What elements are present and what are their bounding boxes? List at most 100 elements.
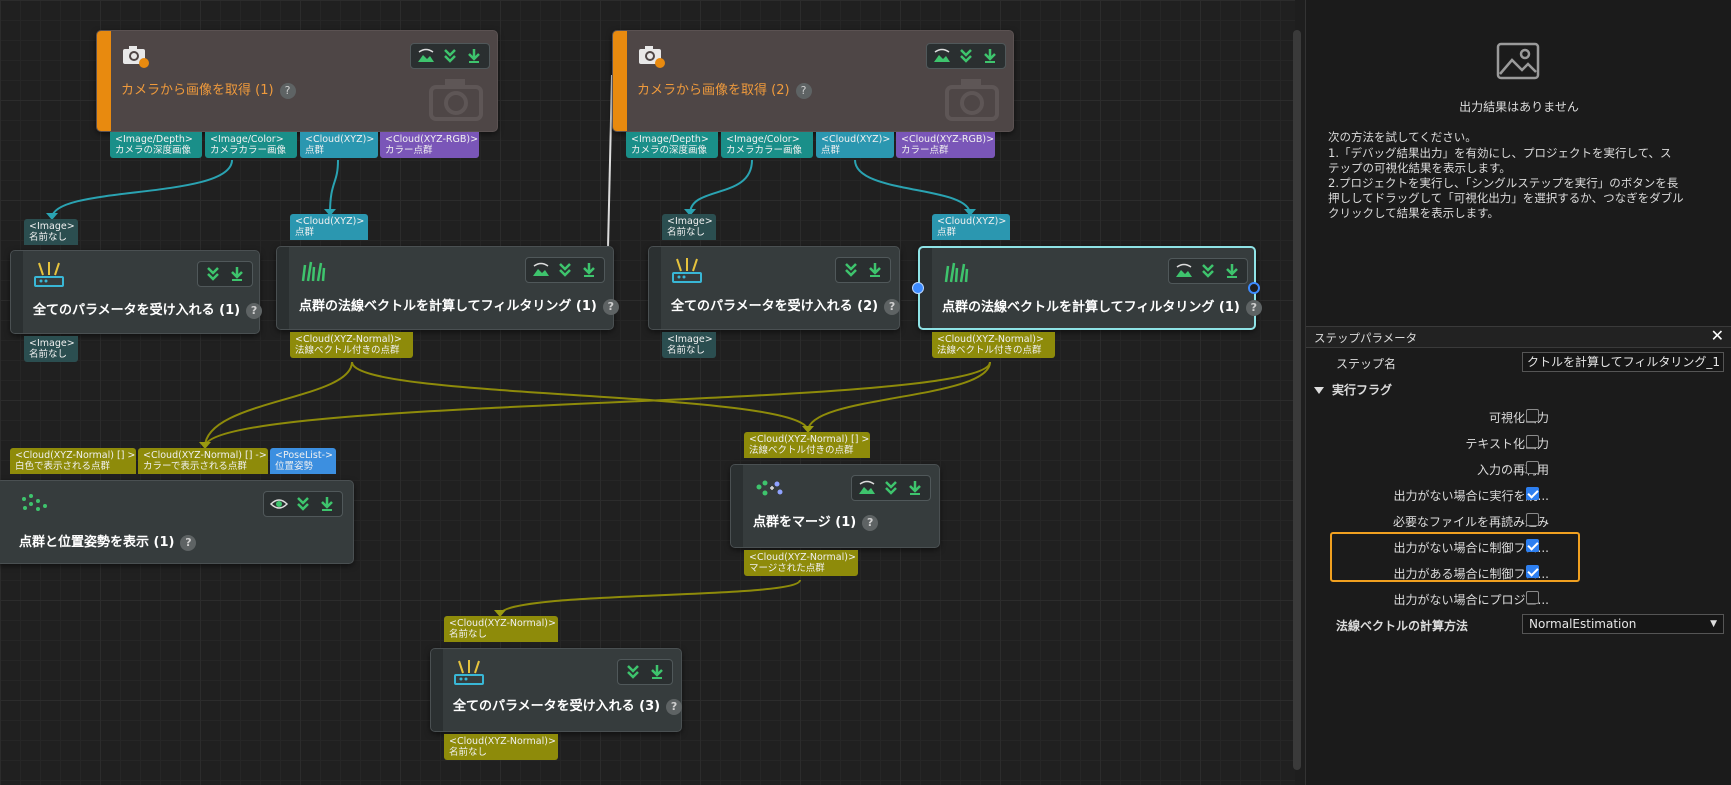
port-accept3-out[interactable]: <Cloud(XYZ-Normal)>名前なし	[444, 734, 558, 760]
help-icon[interactable]: ?	[884, 298, 901, 315]
port-normal1-in[interactable]: <Cloud(XYZ)>点群	[290, 214, 368, 240]
select-value: NormalEstimation	[1529, 617, 1637, 631]
visualize-output-icon[interactable]	[417, 47, 435, 65]
help-icon[interactable]: ?	[666, 698, 683, 715]
help-icon[interactable]: ?	[1245, 299, 1262, 316]
download-arrow-icon[interactable]	[318, 495, 336, 513]
port-type: <Image/Color>	[726, 134, 800, 145]
chevron-down-icon[interactable]	[957, 47, 975, 65]
port-accept1-out[interactable]: <Image>名前なし	[24, 336, 78, 362]
node-normal-filter-2-selected[interactable]: 点群の法線ベクトルを計算してフィルタリング (1)?	[918, 246, 1262, 330]
section-exec-flags[interactable]: 実行フラグ	[1314, 381, 1392, 398]
flag-has-output-control-checkbox[interactable]	[1526, 565, 1539, 578]
port-normal2-in[interactable]: <Cloud(XYZ)>点群	[932, 214, 1010, 240]
flag-reload-files-checkbox[interactable]	[1526, 513, 1539, 526]
help-icon[interactable]: ?	[602, 298, 619, 315]
help-icon[interactable]: ?	[246, 302, 263, 319]
download-arrow-icon[interactable]	[580, 261, 598, 279]
port-display-in-pose[interactable]: <PoseList->位置姿勢	[270, 448, 336, 474]
port-display-in-color[interactable]: <Cloud(XYZ-Normal) [] ->カラーで表示される点群	[138, 448, 268, 474]
download-arrow-icon[interactable]	[981, 47, 999, 65]
flag-label: 必要なファイルを再読み込み	[1392, 515, 1549, 529]
port-accept2-out[interactable]: <Image>名前なし	[662, 332, 716, 358]
help-icon[interactable]: ?	[795, 82, 812, 99]
port-cam1-cloud[interactable]: <Cloud(XYZ)>点群	[300, 132, 378, 158]
port-normal1-out[interactable]: <Cloud(XYZ-Normal)>法線ベクトル付きの点群	[290, 332, 413, 358]
node-title: 点群をマージ (1)?	[753, 511, 879, 531]
port-accept1-in[interactable]: <Image>名前なし	[24, 219, 78, 245]
download-arrow-icon[interactable]	[866, 261, 884, 279]
port-type: <Cloud(XYZ-Normal) [] >	[749, 434, 870, 445]
download-arrow-icon[interactable]	[906, 479, 924, 497]
visualize-output-icon[interactable]	[1175, 262, 1193, 280]
port-cam2-cloud[interactable]: <Cloud(XYZ)>点群	[816, 132, 894, 158]
node-right-add-handle[interactable]	[1248, 282, 1260, 294]
node-left-handle[interactable]	[912, 282, 924, 294]
port-normal2-out[interactable]: <Cloud(XYZ-Normal)>法線ベクトル付きの点群	[932, 332, 1055, 358]
image-placeholder-icon	[1496, 42, 1540, 80]
node-normal-filter-1[interactable]: 点群の法線ベクトルを計算してフィルタリング (1)?	[276, 246, 619, 330]
port-accept2-in[interactable]: <Image>名前なし	[662, 214, 716, 240]
help-text-line: 押ししてドラッグして「可視化出力」を選択するか、つなぎをダブル	[1328, 191, 1684, 205]
port-cam2-depth[interactable]: <Image/Depth>カメラの深度画像	[626, 132, 718, 158]
flag-no-output-project-checkbox[interactable]	[1526, 591, 1539, 604]
port-cam2-cloud-rgb[interactable]: <Cloud(XYZ-RGB)>カラー点群	[896, 132, 995, 158]
chevron-down-icon[interactable]	[1199, 262, 1217, 280]
canvas-vertical-scrollbar[interactable]	[1293, 30, 1301, 770]
flag-text-output-checkbox[interactable]	[1526, 435, 1539, 448]
help-icon[interactable]: ?	[279, 82, 296, 99]
node-camera-2[interactable]: カメラから画像を取得 (2)?	[612, 30, 1014, 132]
chevron-down-icon[interactable]	[441, 47, 459, 65]
port-merge-in[interactable]: <Cloud(XYZ-Normal) [] >法線ベクトル付きの点群	[744, 432, 870, 458]
node-accept-params-2[interactable]: 全てのパラメータを受け入れる (2)?	[648, 246, 901, 330]
chevron-down-icon[interactable]	[294, 495, 312, 513]
step-name-input[interactable]: クトルを計算してフィルタリング_1	[1522, 352, 1724, 372]
node-display-cloud-pose[interactable]: 点群と位置姿勢を表示 (1)?	[0, 480, 354, 564]
connection-wires	[46, 74, 991, 617]
visualize-output-icon[interactable]	[532, 261, 550, 279]
port-type: <Cloud(XYZ-Normal)>	[295, 334, 402, 345]
node-camera-1[interactable]: カメラから画像を取得 (1)?	[96, 30, 498, 132]
flag-reuse-input-checkbox[interactable]	[1526, 461, 1539, 474]
flag-no-output-control-checkbox[interactable]	[1526, 539, 1539, 552]
help-text-line: 2.プロジェクトを実行し、「シングルステップを実行」のボタンを長	[1328, 176, 1679, 190]
graph-canvas[interactable]: カメラから画像を取得 (1)? <Image/Depth>カメラの深度画像 <I…	[0, 0, 1295, 785]
port-accept3-in[interactable]: <Cloud(XYZ-Normal)>名前なし	[444, 616, 558, 642]
port-cam1-depth[interactable]: <Image/Depth>カメラの深度画像	[110, 132, 202, 158]
port-merge-out[interactable]: <Cloud(XYZ-Normal)>マージされた点群	[744, 550, 858, 576]
download-arrow-icon[interactable]	[228, 265, 246, 283]
node-accept-params-3[interactable]: 全てのパラメータを受け入れる (3)?	[430, 648, 683, 732]
node-stripe	[649, 247, 661, 329]
chevron-down-icon[interactable]	[842, 261, 860, 279]
chevron-down-icon[interactable]	[204, 265, 222, 283]
port-display-in-white[interactable]: <Cloud(XYZ-Normal) [] >白色で表示される点群	[10, 448, 136, 474]
port-type: <Image/Depth>	[115, 134, 193, 145]
normal-method-select[interactable]: NormalEstimation ▼	[1522, 614, 1724, 634]
chevron-down-icon[interactable]	[882, 479, 900, 497]
chevron-down-icon[interactable]	[556, 261, 574, 279]
node-merge-clouds[interactable]: 点群をマージ (1)?	[730, 464, 940, 548]
visualize-output-icon[interactable]	[858, 479, 876, 497]
flag-continue-checkbox[interactable]	[1526, 487, 1539, 500]
help-icon[interactable]: ?	[180, 534, 197, 551]
port-label: カメラの深度画像	[115, 145, 192, 156]
port-cam1-color[interactable]: <Image/Color>カメラカラー画像	[205, 132, 297, 158]
triangle-down-icon	[1314, 387, 1324, 394]
node-accept-params-1[interactable]: 全てのパラメータを受け入れる (1)?	[10, 250, 263, 334]
chevron-down-icon[interactable]	[624, 663, 642, 681]
close-icon[interactable]: ✕	[1710, 326, 1724, 345]
node-toolbox	[1168, 258, 1248, 284]
flag-visualize-checkbox[interactable]	[1526, 409, 1539, 422]
router-icon	[454, 660, 484, 685]
download-arrow-icon[interactable]	[465, 47, 483, 65]
download-arrow-icon[interactable]	[648, 663, 666, 681]
help-text-line: 次の方法を試してください。	[1328, 130, 1477, 144]
port-cam2-color[interactable]: <Image/Color>カメラカラー画像	[721, 132, 813, 158]
eye-icon[interactable]	[270, 495, 288, 513]
node-title: カメラから画像を取得 (2)?	[637, 79, 812, 99]
download-arrow-icon[interactable]	[1223, 262, 1241, 280]
port-cam1-cloud-rgb[interactable]: <Cloud(XYZ-RGB)>カラー点群	[380, 132, 479, 158]
wire-normal1-display	[204, 361, 353, 448]
visualize-output-icon[interactable]	[933, 47, 951, 65]
help-icon[interactable]: ?	[862, 514, 879, 531]
